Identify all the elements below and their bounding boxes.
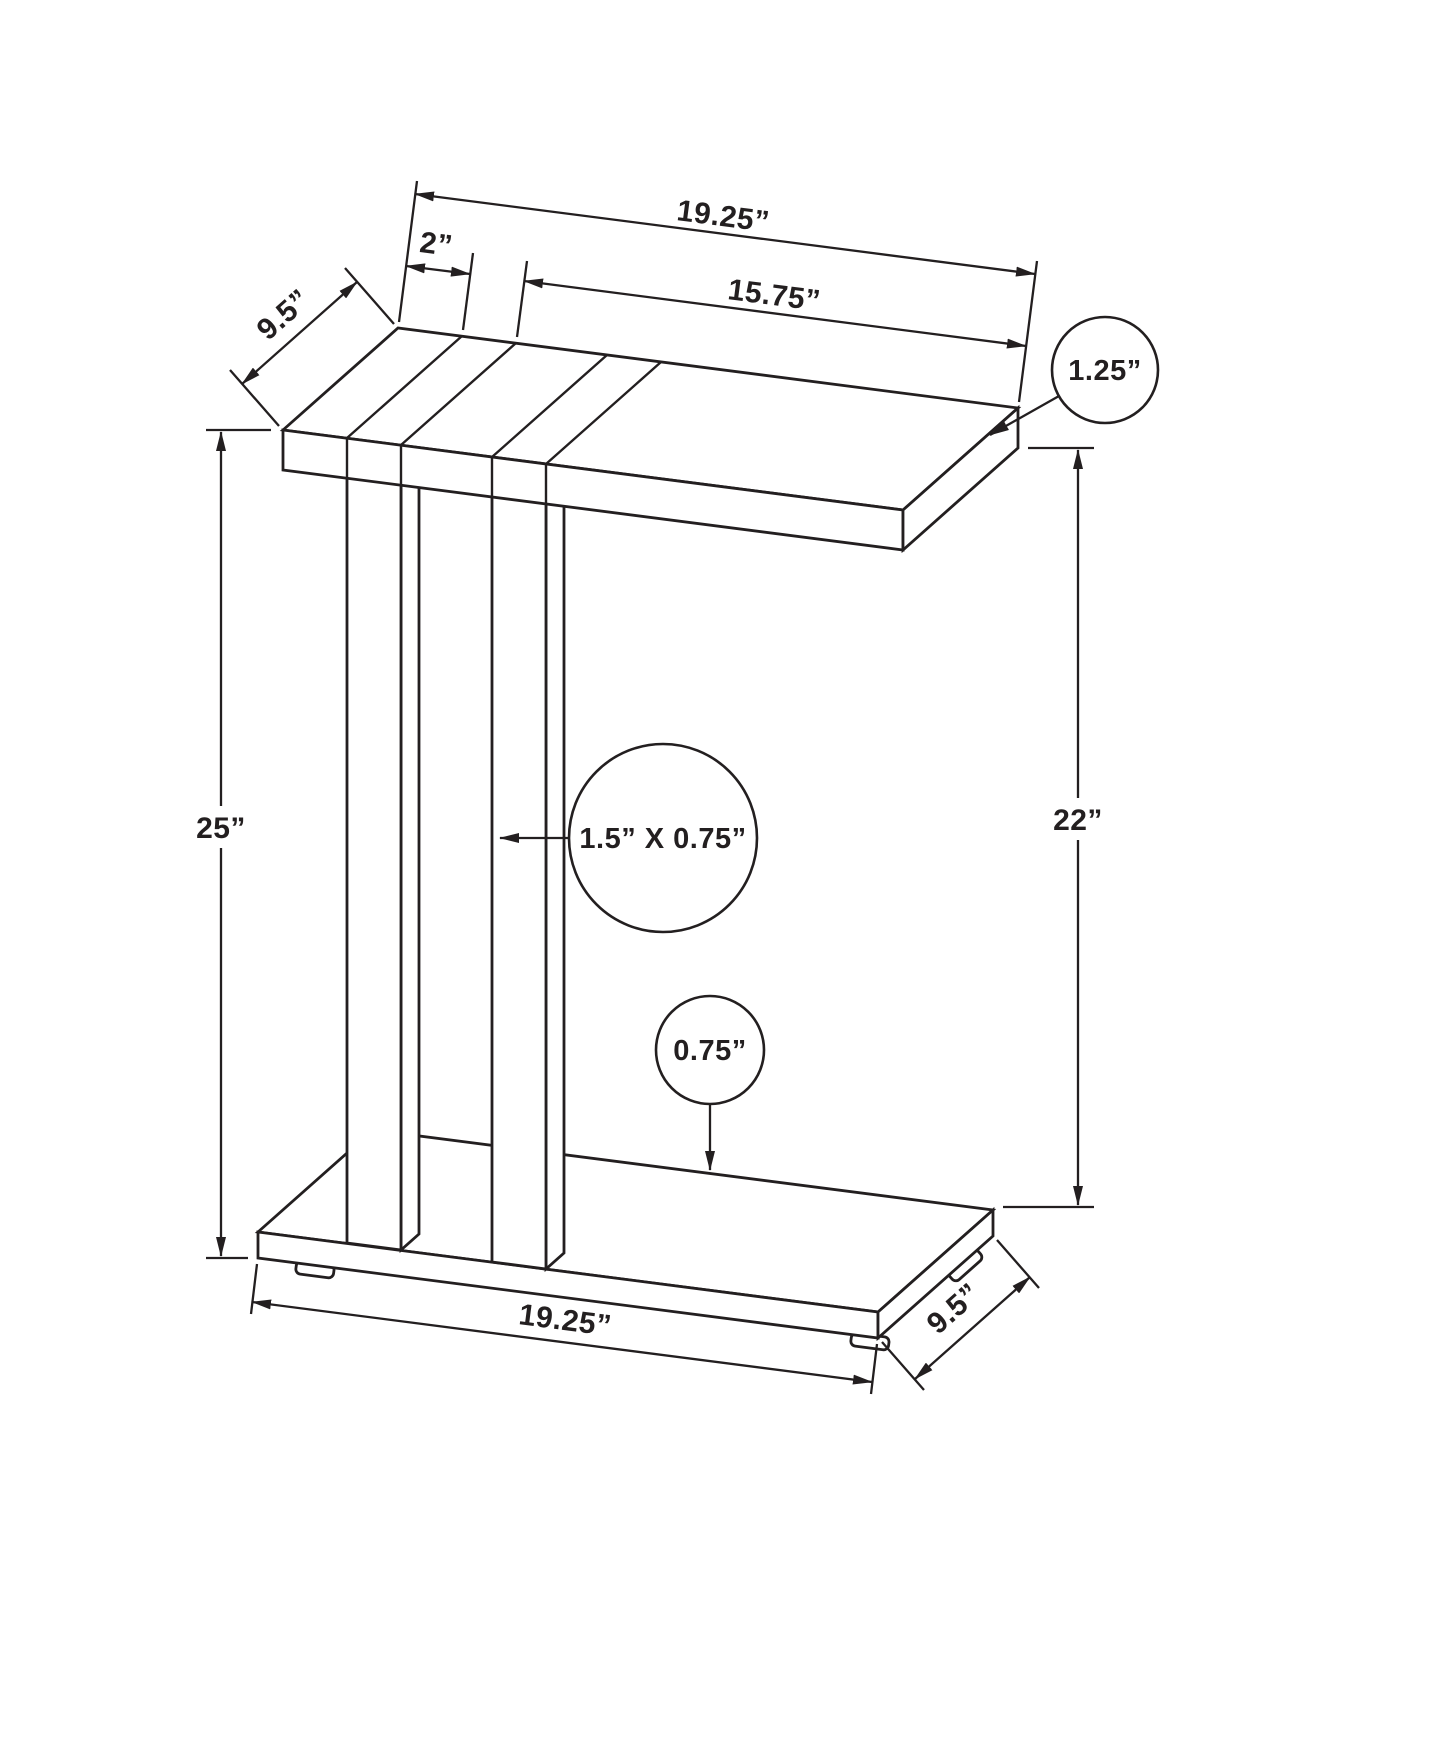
dimension-overall-height: 25” [187, 428, 271, 1260]
extension-lines [461, 252, 475, 331]
dimension-line [414, 191, 1036, 277]
extension-lines [1003, 446, 1094, 1209]
dimension-line [405, 263, 471, 277]
leg-left [345, 425, 421, 1254]
dimension-line [251, 1299, 873, 1385]
dimension-inner-height: 22” [1003, 446, 1112, 1209]
top-slab-end-face [901, 404, 1020, 554]
leg-left-front-face [345, 436, 403, 1252]
extension-lines [229, 267, 395, 427]
dimension-top-clear-length: 15.75” [515, 260, 1027, 349]
base-thickness-label: 0.75” [673, 1035, 746, 1067]
callout-base-thickness: 0.75” [654, 994, 766, 1171]
label-backing [187, 806, 255, 848]
leg-right [490, 444, 566, 1273]
overall-height-label: 25” [196, 812, 246, 845]
top-length-label: 19.25” [675, 194, 772, 239]
extension-lines [397, 180, 1039, 403]
dimension-line [914, 1276, 1031, 1380]
dimension-base-length: 19.25” [249, 1263, 879, 1395]
inner-height-label: 22” [1053, 804, 1103, 837]
leg-right-front-face [490, 455, 548, 1271]
callout-top-thickness: 1.25” [989, 315, 1160, 437]
dimension-line [241, 281, 358, 385]
leg-right-side-face [544, 444, 566, 1273]
top-thickness-label: 1.25” [1068, 355, 1141, 387]
dimension-line [523, 278, 1027, 349]
extension-lines [206, 428, 271, 1260]
leader-line [989, 394, 1060, 437]
label-backing [1044, 798, 1112, 840]
extension-lines [515, 260, 529, 338]
top-depth-label: 9.5” [251, 283, 317, 347]
extension-lines [881, 1239, 1040, 1391]
base-length-label: 19.25” [517, 1298, 614, 1343]
callout-circle [567, 742, 759, 934]
callout-leg-profile: 1.5” X 0.75” [499, 742, 759, 934]
leg-profile-label: 1.5” X 0.75” [579, 823, 746, 855]
top-slab [279, 326, 1022, 554]
top-clear-length-label: 15.75” [726, 273, 823, 318]
dimension-top-leg-offset: 2” [405, 226, 475, 331]
callout-circle [1050, 315, 1160, 425]
leg-joint-lines-top-face [346, 335, 662, 465]
callout-circle [654, 994, 766, 1106]
leg-joint-lines-front-face [345, 438, 548, 504]
top-leg-offset-label: 2” [418, 226, 455, 263]
leg-left-side-face [399, 425, 421, 1254]
base-end-face [876, 1206, 995, 1342]
